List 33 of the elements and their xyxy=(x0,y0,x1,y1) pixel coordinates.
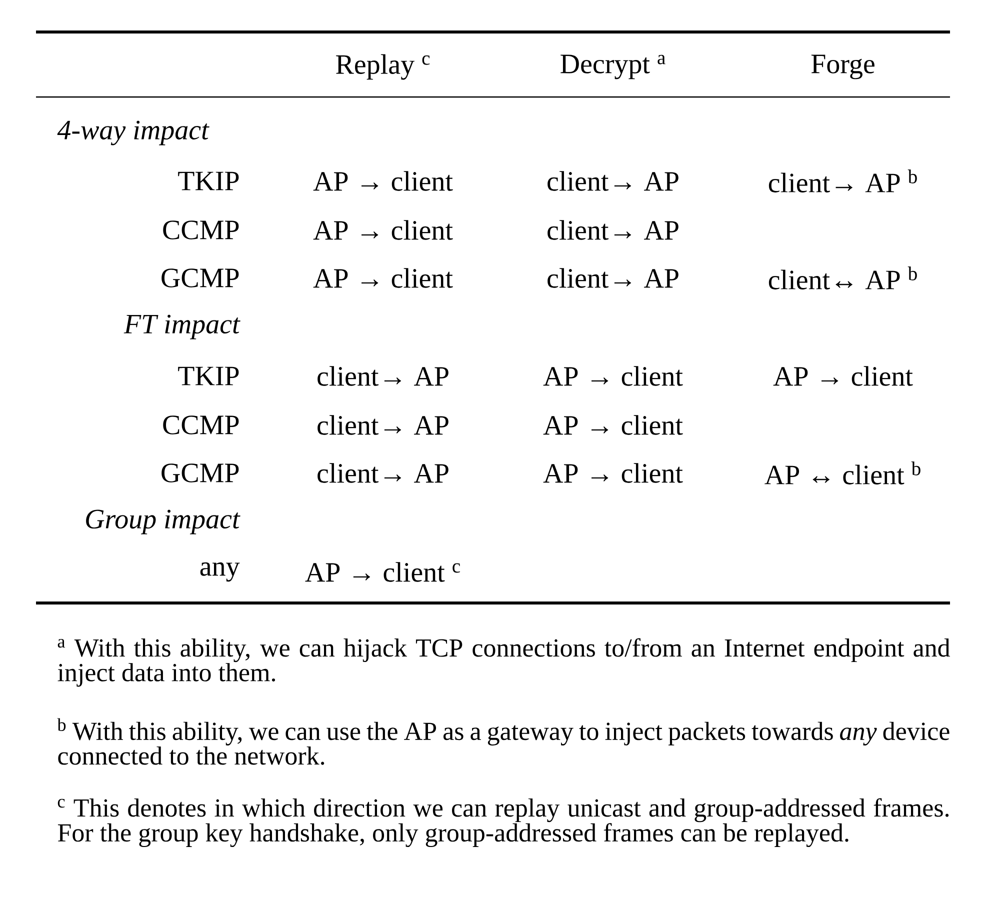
table-cell: AP → client $^{c}$ xyxy=(305,562,460,582)
row-label: any xyxy=(200,562,240,582)
table-cell: AP → client xyxy=(543,366,683,386)
section-heading: 4-way impact xyxy=(57,120,210,146)
table-cell: client→ AP xyxy=(548,171,678,191)
footnote: $^{c}$ This denotes in which direction we can replay unicast and group-addressed frames. For the group key handshake, only group-addressed frames can be replayed. xyxy=(58,798,949,848)
column-header: Forge xyxy=(811,54,874,80)
table-cell: AP → client xyxy=(313,268,453,288)
section-heading: Group impact xyxy=(86,510,240,534)
table-cell: client→ AP xyxy=(318,463,448,483)
table-cell: client→ AP $^{b}$ xyxy=(768,170,917,192)
table-cell: AP ↔ client $^{b}$ xyxy=(764,462,920,484)
row-label: GCMP xyxy=(162,464,239,482)
row-label: CCMP xyxy=(163,220,239,240)
row-label: TKIP xyxy=(178,172,239,190)
table-cell: client→ AP xyxy=(548,268,678,288)
table-cell: client→ AP xyxy=(318,415,448,435)
table-cell: AP → client xyxy=(313,171,453,191)
row-label: TKIP xyxy=(178,366,239,386)
table-cell: client→ AP xyxy=(318,366,448,386)
table-cell: AP → client xyxy=(313,220,453,240)
column-header: Decrypt $^{a}$ xyxy=(560,54,666,80)
row-label: GCMP xyxy=(162,268,239,288)
row-label: CCMP xyxy=(163,416,239,434)
table-cell: AP → client xyxy=(543,463,683,483)
table-cell: AP → client xyxy=(773,366,913,386)
table-cell: client↔ AP $^{b}$ xyxy=(768,266,917,290)
section-heading: FT impact xyxy=(124,314,240,340)
table-cell: client→ AP xyxy=(548,220,678,240)
column-header: Replay $^{c}$ xyxy=(336,54,430,80)
footnote: $^{b}$ With this ability, we can use the AP as a gateway to inject packets towards any device connected to the network. xyxy=(57,718,950,765)
table-cell: AP → client xyxy=(543,415,683,435)
footnote: $^{a}$ With this ability, we can hijack TCP connections to/from an Internet endpoint and inject data into them. xyxy=(58,638,950,687)
